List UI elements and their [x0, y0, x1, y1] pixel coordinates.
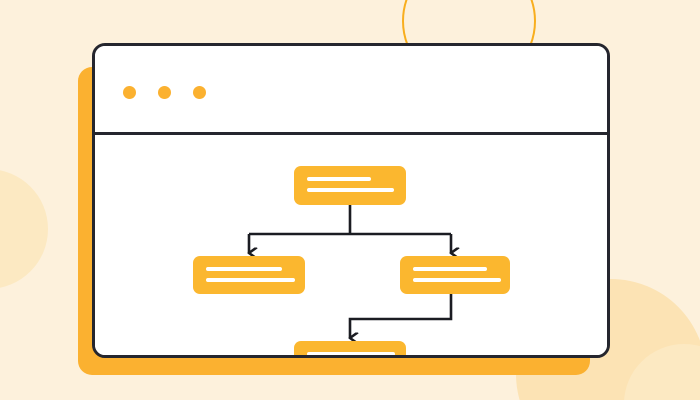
node-text-line — [307, 177, 371, 181]
flow-node-left[interactable] — [193, 256, 305, 294]
flowchart-connectors — [95, 205, 607, 358]
flowchart-canvas[interactable] — [95, 135, 607, 358]
node-text-line — [307, 188, 394, 192]
node-text-line — [206, 278, 295, 282]
traffic-light-dot-3-icon[interactable] — [193, 86, 206, 99]
blob-right-small-decoration — [624, 344, 700, 400]
flow-node-bottom[interactable] — [294, 341, 406, 355]
window-controls — [123, 86, 206, 99]
browser-window — [92, 43, 610, 358]
traffic-light-dot-2-icon[interactable] — [158, 86, 171, 99]
node-text-line — [413, 278, 501, 282]
blob-left-decoration — [0, 169, 48, 289]
node-text-line — [206, 267, 282, 271]
window-title-bar — [95, 46, 607, 135]
flow-node-root[interactable] — [294, 166, 406, 205]
connector-right-to-bottom — [350, 294, 453, 338]
flow-node-right[interactable] — [400, 256, 510, 294]
node-text-line — [413, 267, 487, 271]
traffic-light-dot-1-icon[interactable] — [123, 86, 136, 99]
node-text-line — [307, 352, 395, 355]
